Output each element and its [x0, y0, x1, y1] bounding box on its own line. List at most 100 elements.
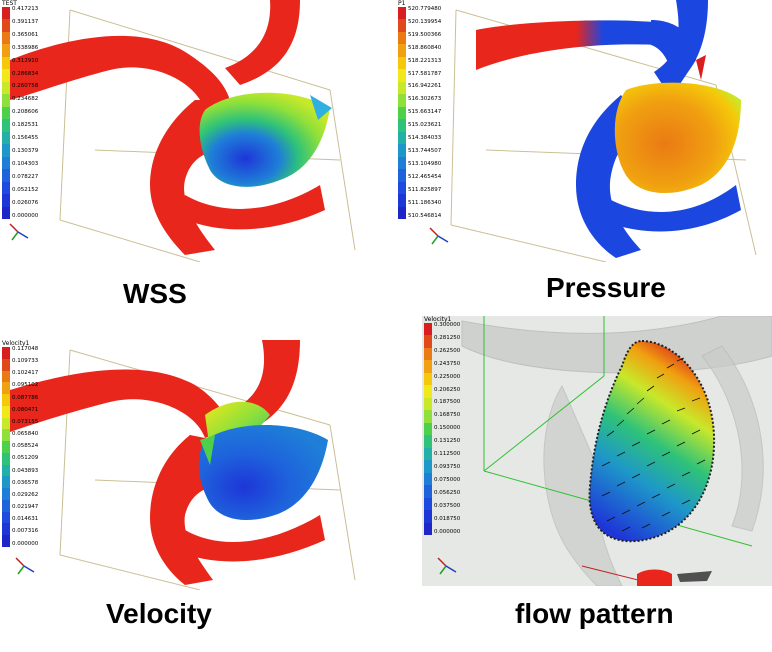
legend-value: 0.052152: [12, 186, 39, 193]
legend-value: 0.021947: [12, 504, 39, 511]
legend-value: 0.312910: [12, 57, 39, 64]
legend-value: 0.036578: [12, 479, 39, 486]
legend-value: 0.150000: [434, 425, 461, 432]
velocity-legend: Velocity1 0.117048 0.109733 0.102417 0.0…: [2, 340, 39, 548]
legend-value: 511.825897: [408, 186, 442, 193]
legend-value: 0.043893: [12, 467, 39, 474]
legend-value: 0.093750: [434, 463, 461, 470]
legend-value: 0.117048: [12, 346, 39, 352]
legend-value: 510.546814: [408, 212, 442, 219]
legend-value: 0.051209: [12, 455, 39, 462]
legend-values: 0.117048 0.109733 0.102417 0.095102 0.08…: [12, 346, 39, 547]
vessel-shell: [461, 316, 772, 586]
legend-value: 0.037500: [434, 502, 461, 509]
legend-value: 515.663147: [408, 109, 442, 116]
legend-value: 513.104980: [408, 160, 442, 167]
aneurysm-sac: [198, 425, 328, 520]
color-bar: [2, 7, 10, 219]
legend-value: 0.281250: [434, 334, 461, 341]
flow-pattern-render: [437, 316, 772, 586]
legend-value: 0.078227: [12, 173, 39, 180]
legend-title: Velocity1: [424, 316, 452, 323]
legend-value: 0.102417: [12, 370, 39, 377]
caption-pressure: Pressure: [546, 272, 666, 303]
flow-legend: Velocity1 0.300000 0.281250 0.262500 0.2…: [424, 316, 460, 535]
legend-title: TEST: [2, 0, 17, 7]
flow-pattern-panel: Velocity1 0.300000 0.281250 0.262500 0.2…: [422, 316, 772, 586]
aneurysm-sac: [614, 82, 741, 194]
legend-value: 515.023621: [408, 122, 442, 129]
legend-value: 0.262500: [434, 347, 461, 354]
legend-value: 520.139954: [408, 18, 442, 25]
legend-value: 0.112500: [434, 451, 461, 458]
legend-value: 0.080471: [12, 406, 39, 413]
caption-velocity: Velocity: [106, 598, 212, 629]
legend-value: 0.007316: [12, 528, 39, 535]
legend-value: 0.073155: [12, 418, 39, 425]
legend-value: 0.000000: [12, 212, 39, 219]
legend-value: 0.208606: [12, 109, 39, 116]
sac-edge-green: [200, 435, 215, 465]
aneurysm-sac: [199, 92, 330, 187]
legend-value: 0.417213: [12, 6, 39, 12]
vessel-dark-segment: [677, 571, 712, 582]
legend-value: 0.095102: [12, 382, 39, 389]
legend-value: 0.286834: [12, 70, 39, 77]
legend-title: P1: [398, 0, 406, 7]
legend-value: 520.779480: [408, 6, 442, 12]
legend-value: 511.186340: [408, 199, 442, 206]
pressure-legend: P1 520.779480 520.139954 519.500366 518.…: [398, 0, 441, 219]
legend-value: 0.065840: [12, 431, 39, 438]
legend-values: 0.300000 0.281250 0.262500 0.243750 0.22…: [434, 322, 461, 535]
legend-value: 516.942261: [408, 83, 442, 90]
legend-value: 0.130379: [12, 147, 39, 154]
velocity-panel: Velocity1 0.117048 0.109733 0.102417 0.0…: [0, 340, 364, 590]
legend-value: 0.000000: [12, 540, 39, 547]
legend-value: 0.000000: [434, 528, 461, 535]
legend-value: 0.365061: [12, 31, 39, 38]
legend-values: 0.417213 0.391137 0.365061 0.338986 0.31…: [12, 6, 39, 219]
caption-wss: WSS: [123, 278, 187, 309]
pressure-panel: P1 520.779480 520.139954 519.500366 518.…: [396, 0, 772, 262]
legend-value: 0.109733: [12, 358, 39, 365]
aneurysm-sac: [588, 339, 716, 543]
axis-triad: [437, 557, 457, 575]
legend-value: 0.029262: [12, 491, 39, 498]
velocity-vectors: [601, 357, 706, 532]
legend-value: 512.465454: [408, 173, 442, 180]
legend-value: 0.056250: [434, 489, 461, 496]
box-edge-red: [581, 565, 643, 582]
vessel-body: [476, 0, 741, 258]
wss-legend: TEST 0.417213 0.391137 0.365061 0.338986…: [2, 0, 38, 219]
legend-value: 0.156455: [12, 135, 39, 142]
legend-value: 0.338986: [12, 44, 39, 51]
wss-render: [9, 0, 356, 262]
legend-value: 0.075000: [434, 476, 461, 483]
sac-highlight: [310, 95, 332, 120]
axis-triad: [429, 227, 449, 245]
legend-value: 0.391137: [12, 18, 39, 25]
legend-value: 0.026076: [12, 199, 39, 206]
legend-value: 0.187500: [434, 399, 461, 406]
legend-value: 0.131250: [434, 438, 461, 445]
legend-value: 0.243750: [434, 360, 461, 367]
color-bar: [398, 7, 406, 219]
legend-values: 520.779480 520.139954 519.500366 518.860…: [408, 6, 442, 219]
axis-triad: [15, 557, 35, 575]
caption-flow-pattern: flow pattern: [515, 598, 674, 629]
legend-value: 0.300000: [434, 322, 461, 328]
color-bar: [424, 323, 432, 535]
legend-value: 518.221313: [408, 57, 442, 64]
legend-value: 0.104303: [12, 160, 39, 167]
legend-title: Velocity1: [2, 340, 30, 347]
legend-value: 513.744507: [408, 147, 442, 154]
legend-value: 0.058524: [12, 443, 39, 450]
legend-value: 516.302673: [408, 96, 442, 103]
legend-value: 519.500366: [408, 31, 442, 38]
axis-triad: [9, 223, 29, 241]
legend-value: 517.581787: [408, 70, 442, 77]
legend-value: 0.225000: [434, 373, 461, 380]
legend-value: 0.014631: [12, 516, 39, 523]
legend-value: 0.182531: [12, 122, 39, 129]
legend-value: 0.234682: [12, 96, 39, 103]
